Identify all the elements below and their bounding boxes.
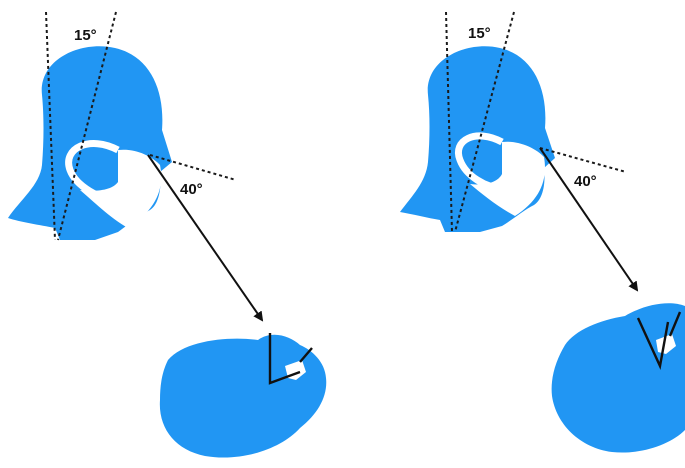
right-horizontal-reference-line xyxy=(539,147,627,173)
right-panel: 15° 40° xyxy=(400,11,685,453)
right-direction-angle-label: 40° xyxy=(574,173,597,190)
right-top-angle-marker xyxy=(636,317,670,370)
left-panel: 15° 40° xyxy=(8,11,327,458)
left-direction-arrow xyxy=(147,154,264,322)
right-vertical-reference-line xyxy=(445,11,453,233)
left-top-mask-line xyxy=(299,347,313,363)
right-top-head xyxy=(551,303,685,453)
right-tilt-angle-label: 15° xyxy=(468,25,491,42)
left-horizontal-reference-line xyxy=(149,154,237,181)
left-vertical-reference-line xyxy=(45,11,56,241)
left-top-angle-marker xyxy=(268,333,301,385)
left-side-head xyxy=(8,46,172,241)
right-mask-body xyxy=(470,141,545,216)
right-top-mask xyxy=(656,334,676,354)
right-side-head xyxy=(400,46,555,233)
right-top-mask-line xyxy=(668,311,682,337)
left-direction-angle-label: 40° xyxy=(180,181,203,198)
left-mask-body xyxy=(80,149,162,228)
right-tilted-reference-line xyxy=(454,11,515,233)
left-top-head-silhouette xyxy=(159,334,327,458)
right-top-head-silhouette xyxy=(551,303,685,453)
right-direction-arrow xyxy=(539,147,639,292)
left-top-head xyxy=(159,333,327,458)
left-tilt-angle-label: 15° xyxy=(74,27,97,44)
